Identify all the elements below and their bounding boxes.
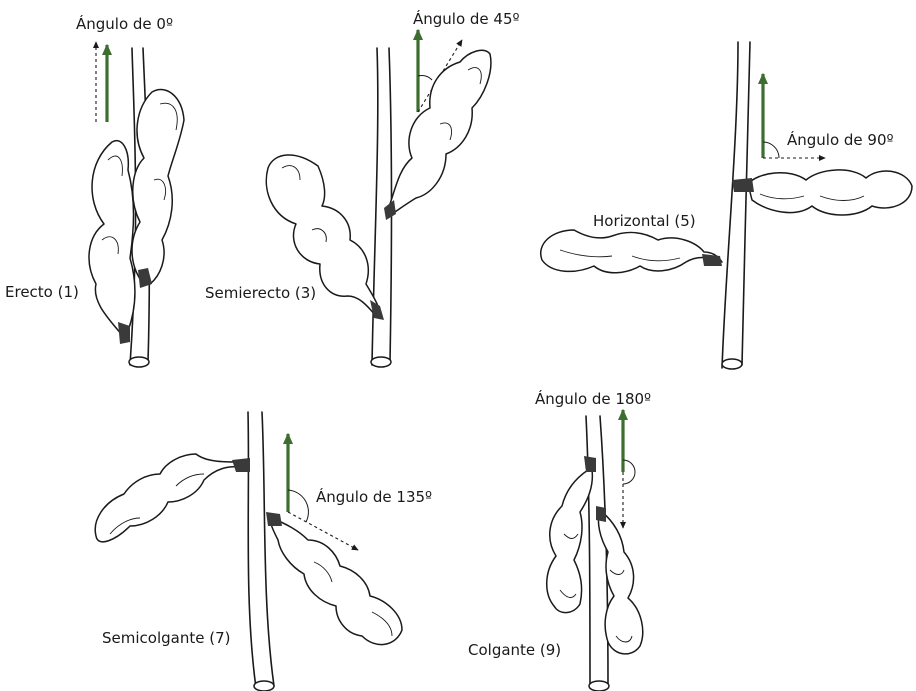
panel-colgante: Ángulo de 180º Colgante (9) (468, 389, 651, 691)
caption-erecto: Erecto (1) (5, 283, 79, 301)
caption-horizontal: Horizontal (5) (593, 212, 696, 230)
pod (541, 230, 722, 273)
panel-horizontal: Ángulo de 90º Horizontal (5) (541, 42, 912, 369)
caption-semierecto: Semierecto (3) (205, 284, 316, 302)
angle-arc (623, 460, 635, 484)
angle-label-180: Ángulo de 180º (535, 389, 651, 408)
angle-arc (418, 75, 432, 80)
pod (266, 512, 402, 645)
angle-label-45: Ángulo de 45º (413, 9, 520, 28)
stem (248, 412, 256, 688)
panel-erecto: Ángulo de 0º Erecto (1) (5, 14, 184, 367)
caption-semicolgante: Semicolgante (7) (102, 629, 230, 647)
angle-label-90: Ángulo de 90º (787, 130, 894, 149)
panel-semierecto: Ángulo de 45º Semierecto (3) (205, 9, 520, 367)
angle-arc (288, 490, 308, 522)
pod (732, 170, 912, 215)
caption-colgante: Colgante (9) (468, 641, 561, 659)
angle-label-135: Ángulo de 135º (316, 487, 432, 506)
pod (384, 50, 491, 220)
stem (722, 42, 738, 368)
pod (132, 90, 184, 288)
angle-arc (763, 142, 779, 158)
pod (95, 454, 250, 542)
angle-label-0: Ángulo de 0º (76, 14, 173, 33)
pod (596, 506, 643, 654)
pod (89, 141, 135, 344)
panel-semicolgante: Ángulo de 135º Semicolgante (7) (95, 412, 432, 691)
